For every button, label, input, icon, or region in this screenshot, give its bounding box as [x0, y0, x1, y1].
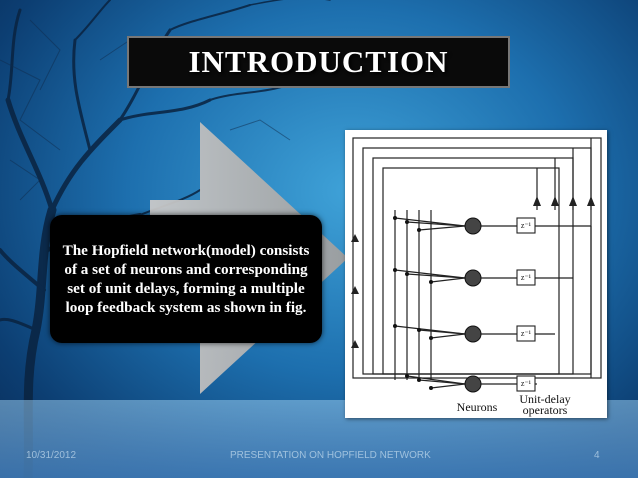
unit-delay-label: Unit-delay	[519, 392, 571, 406]
footer-center-text: PRESENTATION ON HOPFIELD NETWORK	[230, 450, 431, 461]
footer-date: 10/31/2012	[26, 450, 77, 461]
hopfield-network-figure: z⁻¹ z⁻¹ z⁻¹ z⁻¹ Neurons Unit-delay opera…	[345, 130, 607, 418]
operators-label: operators	[522, 403, 568, 417]
neurons-label: Neurons	[456, 400, 498, 414]
title-box: INTRODUCTION	[127, 36, 510, 88]
delay-symbol-2: z⁻¹	[520, 273, 532, 282]
network-diagram	[351, 137, 602, 393]
delay-symbol-1: z⁻¹	[520, 221, 532, 230]
delay-symbol-4: z⁻¹	[520, 379, 532, 388]
delay-symbol-3: z⁻¹	[520, 329, 532, 338]
description-text: The Hopfield network(model) consists of …	[62, 242, 310, 316]
slide-title: INTRODUCTION	[188, 44, 449, 79]
footer-page-number: 4	[594, 450, 600, 461]
description-callout: The Hopfield network(model) consists of …	[50, 215, 322, 343]
